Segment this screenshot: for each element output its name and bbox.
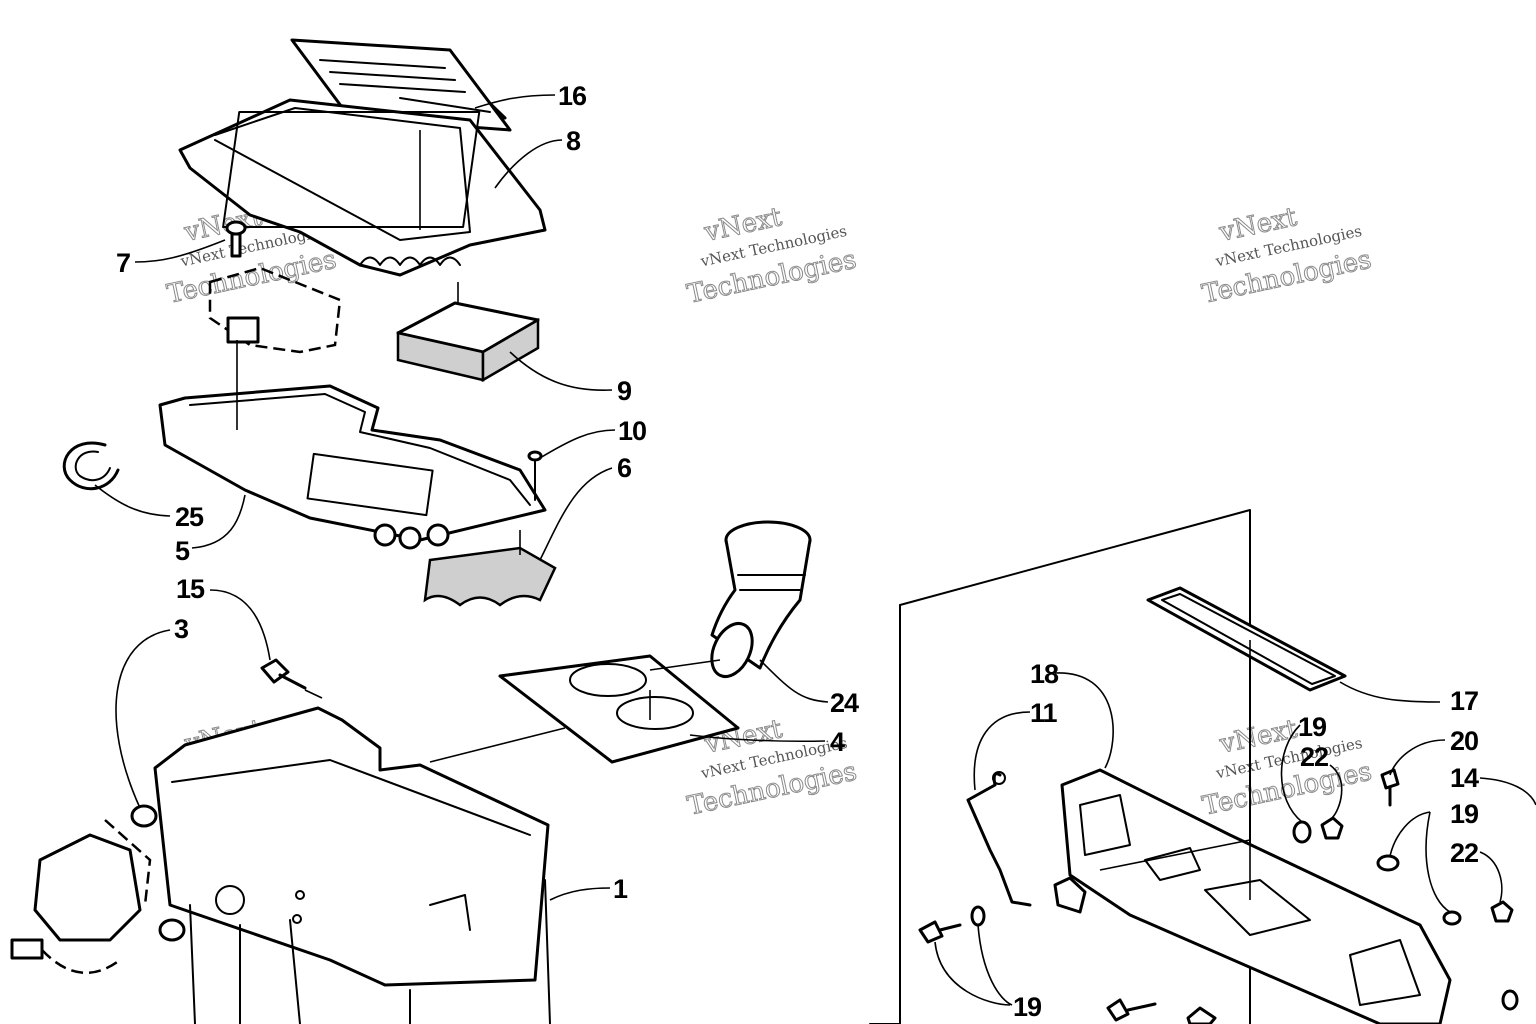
callout-9: 9 — [617, 376, 632, 406]
part-7-screw — [225, 220, 247, 258]
part-11-rod — [966, 771, 1032, 907]
part-3-grommet — [130, 804, 186, 942]
callout-22-upper: 22 — [1300, 742, 1328, 772]
callout-22-lower: 22 — [1450, 838, 1478, 868]
callout-19-mid: 19 — [1450, 799, 1479, 829]
part-6-foam — [423, 546, 557, 607]
callout-11: 11 — [1030, 698, 1058, 728]
callout-8: 8 — [566, 126, 581, 156]
watermark-3: vNext vNext Technologies Technologies — [1199, 202, 1375, 311]
callout-20: 20 — [1450, 726, 1478, 756]
part-8-airbox-lid — [178, 98, 547, 277]
callout-25: 25 — [175, 502, 204, 532]
part-throttle-assembly — [10, 819, 152, 975]
callout-7: 7 — [116, 248, 130, 278]
callout-4: 4 — [830, 727, 845, 757]
part-10-screw — [527, 450, 543, 501]
watermark-2: vNext vNext Technologies Technologies — [684, 202, 860, 311]
part-module-dashed — [208, 266, 342, 354]
part-17-gasket — [1146, 586, 1347, 692]
part-15-bolt — [260, 658, 307, 690]
right-frame-outline — [869, 509, 1251, 1024]
assembly-guide-lines — [236, 130, 1251, 900]
callout-19-lower: 19 — [1013, 992, 1042, 1022]
callout-15: 15 — [176, 574, 205, 604]
callout-1: 1 — [613, 874, 628, 904]
callout-16: 16 — [558, 81, 587, 111]
leader-lines — [94, 94, 1536, 1006]
callout-17: 17 — [1450, 686, 1478, 716]
part-24-intake-boot — [710, 520, 812, 678]
callout-5: 5 — [175, 536, 190, 566]
part-1-airbox-base — [153, 706, 551, 1024]
callout-3: 3 — [174, 614, 189, 644]
part-25-clamp — [62, 441, 120, 491]
hardware-right — [918, 768, 1519, 1022]
callout-labels: 16 8 7 9 10 6 25 5 15 3 24 4 1 17 18 11 … — [116, 81, 1480, 1022]
watermark-6: vNext vNext Technologies Technologies — [1199, 714, 1375, 823]
callout-24: 24 — [830, 688, 859, 718]
callout-10: 10 — [618, 416, 646, 446]
callout-6: 6 — [617, 453, 632, 483]
part-5-airbox-tray — [158, 384, 547, 550]
callout-14: 14 — [1450, 763, 1479, 793]
part-4-gasket-plate — [498, 654, 740, 764]
callout-19-upper: 19 — [1298, 712, 1327, 742]
callout-18: 18 — [1030, 659, 1059, 689]
part-18-intake-duct — [1060, 768, 1452, 1024]
duct-tabs — [1053, 876, 1217, 1024]
part-9-filter — [396, 301, 540, 383]
